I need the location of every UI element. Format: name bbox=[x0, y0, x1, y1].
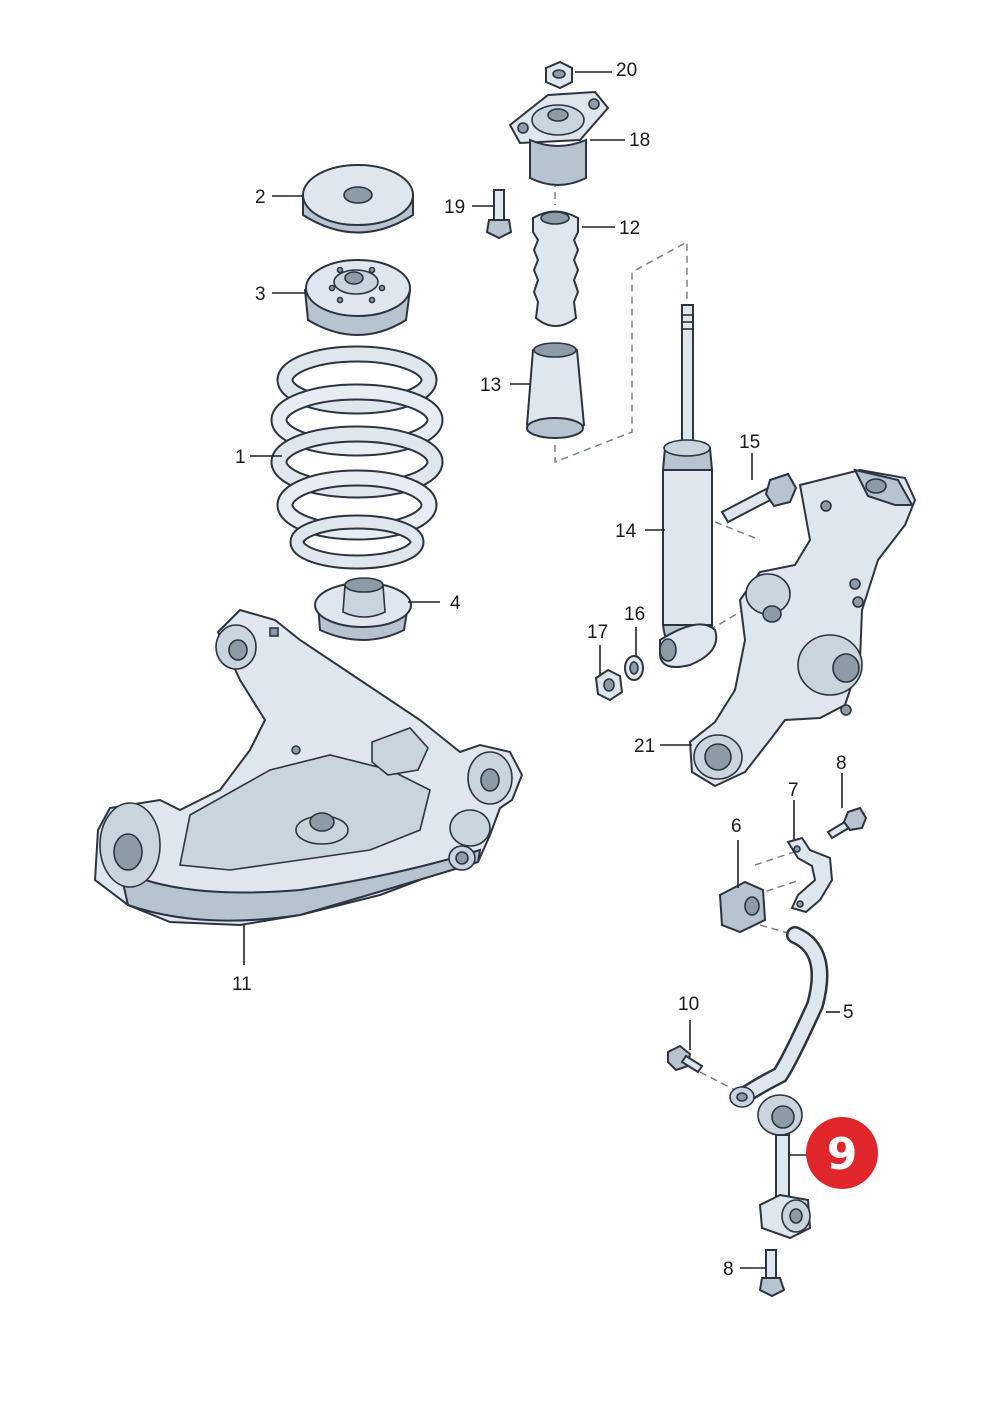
highlight-badge-9: 9 bbox=[806, 1117, 878, 1189]
label-13: 13 bbox=[480, 375, 501, 396]
part-18-strut-mount bbox=[508, 90, 610, 186]
label-19: 19 bbox=[444, 197, 465, 218]
label-20: 20 bbox=[616, 60, 637, 81]
label-1: 1 bbox=[235, 447, 246, 468]
part-19-bolt bbox=[485, 189, 513, 240]
highlight-badge-number: 9 bbox=[827, 1129, 858, 1180]
part-16-washer bbox=[624, 655, 644, 681]
part-6-stabilizer-bushing bbox=[718, 880, 767, 934]
label-8-lower: 8 bbox=[723, 1259, 734, 1280]
label-3: 3 bbox=[255, 284, 266, 305]
part-11-lower-control-arm bbox=[93, 608, 524, 927]
part-14-shock-absorber bbox=[659, 304, 718, 668]
label-17: 17 bbox=[587, 622, 608, 643]
part-5-anti-roll-bar bbox=[729, 926, 829, 1108]
part-number-labels: 20 18 2 19 12 3 13 1 15 14 4 16 17 21 8 … bbox=[232, 60, 854, 1280]
leader-lines bbox=[243, 71, 843, 1269]
label-8-upper: 8 bbox=[836, 753, 847, 774]
part-4-lower-spring-seat bbox=[314, 577, 412, 641]
label-6: 6 bbox=[731, 816, 742, 837]
part-8-bolt-upper bbox=[826, 806, 868, 840]
label-21: 21 bbox=[634, 736, 655, 757]
part-12-bump-stop bbox=[532, 210, 580, 327]
label-4: 4 bbox=[450, 593, 461, 614]
part-20-nut bbox=[545, 60, 573, 90]
part-21-wheel-bearing-housing bbox=[688, 468, 917, 788]
part-8-bolt-lower bbox=[758, 1249, 786, 1298]
label-16: 16 bbox=[624, 604, 645, 625]
label-18: 18 bbox=[629, 130, 650, 151]
label-5: 5 bbox=[843, 1002, 854, 1023]
part-1-coil-spring bbox=[270, 345, 444, 570]
label-2: 2 bbox=[255, 187, 266, 208]
part-7-bushing-clamp bbox=[786, 836, 834, 914]
part-9-coupling-rod bbox=[757, 1094, 812, 1240]
label-7: 7 bbox=[788, 780, 799, 801]
highlight-badge-circle bbox=[806, 1117, 878, 1189]
label-10: 10 bbox=[678, 994, 699, 1015]
part-17-nut bbox=[594, 668, 624, 702]
part-10-bolt bbox=[667, 1044, 704, 1074]
label-14: 14 bbox=[615, 521, 637, 542]
part-15-long-bolt bbox=[720, 472, 798, 524]
label-11: 11 bbox=[232, 974, 252, 995]
label-15: 15 bbox=[739, 432, 760, 453]
part-2-spring-pad bbox=[302, 164, 414, 234]
label-12: 12 bbox=[619, 218, 640, 239]
part-13-protective-sleeve bbox=[525, 342, 586, 439]
part-3-upper-spring-seat bbox=[303, 259, 412, 336]
